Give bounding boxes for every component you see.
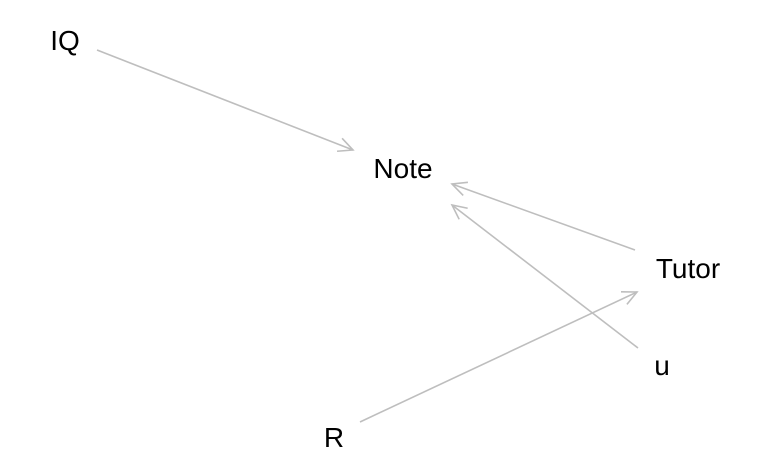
node-Tutor: Tutor (656, 253, 720, 284)
arrowhead-icon (450, 203, 468, 220)
edge-Tutor-to-Note (450, 181, 636, 251)
nodes-layer: IQ Note Tutor u R (50, 25, 720, 453)
edge-R-to-Tutor (359, 291, 639, 423)
arrowhead-icon (620, 291, 639, 305)
edge-u-to-Note (450, 203, 639, 349)
arrowhead-icon (450, 181, 468, 196)
node-R: R (324, 422, 344, 453)
edge-line (359, 291, 638, 423)
edge-IQ-to-Note (96, 49, 355, 153)
edge-line (451, 204, 639, 349)
node-u: u (654, 350, 670, 381)
edge-line (96, 49, 354, 151)
node-Note: Note (373, 153, 432, 184)
arrowhead-icon (336, 137, 355, 153)
node-IQ: IQ (50, 25, 80, 56)
edge-line (451, 183, 636, 251)
edges-layer (96, 49, 639, 423)
